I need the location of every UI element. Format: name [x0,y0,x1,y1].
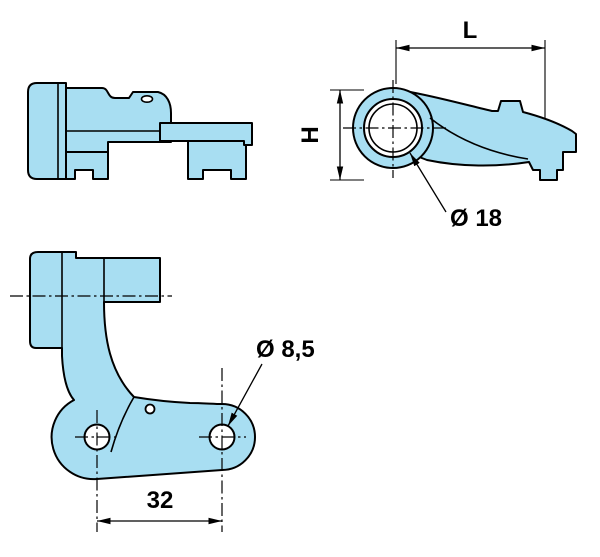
side-view-block [27,82,67,180]
side-view-pin-hole [140,95,154,104]
dim-bore-label: Ø 18 [450,205,502,232]
front-view [343,80,577,181]
dimension-hole-diameter: Ø 8,5 [227,336,315,427]
bottom-view [10,251,256,532]
side-view-body [65,87,172,153]
side-view-flange [159,122,253,146]
dimension-H: H [297,89,364,181]
side-view [27,82,253,180]
dim-bore-leader [409,152,447,213]
dim-H-label: H [297,126,324,143]
dim-L-label: L [463,17,478,44]
dim-hole-label: Ø 8,5 [256,336,315,363]
side-view-right-foot [187,140,247,180]
dim-spacing-label: 32 [147,487,174,514]
dimension-L: L [395,17,546,118]
bottom-view-body [29,251,256,481]
bottom-view-fillet-curve [110,396,135,453]
small-pin-hole [144,403,156,415]
dimension-hole-spacing: 32 [97,487,222,525]
front-view-rib-curve [429,117,529,160]
dimension-bore-diameter: Ø 18 [409,152,502,232]
front-view-body [404,90,577,181]
dim-hole-leader [227,363,263,427]
